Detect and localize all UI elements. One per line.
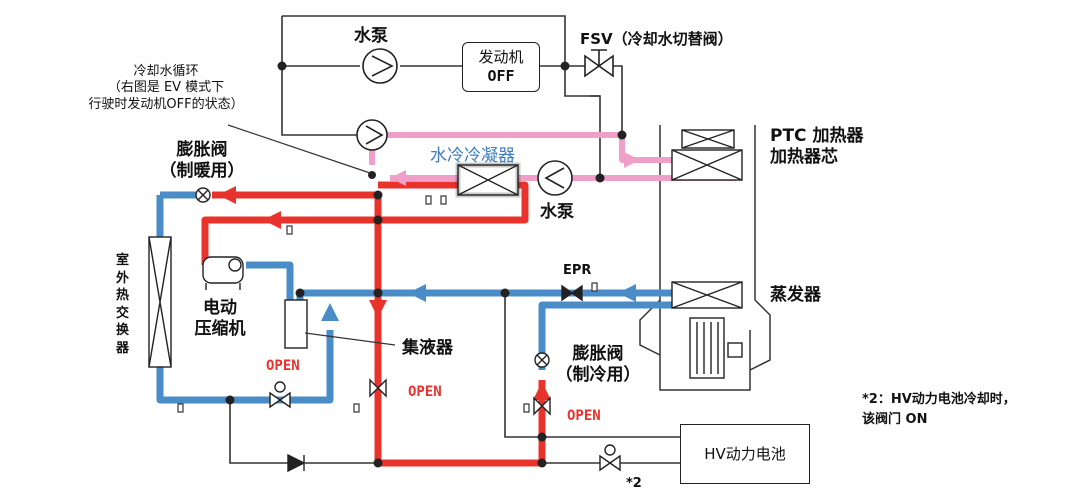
battery-note-line1: *2：HV动力电池冷却时， bbox=[862, 392, 1016, 407]
engine-state-label: OFF bbox=[487, 67, 515, 85]
evaporator-label: 蒸发器 bbox=[770, 285, 821, 305]
compressor-subtitle: 压缩机 bbox=[194, 319, 246, 340]
compressor-title: 电动 bbox=[203, 298, 237, 318]
low-pressure-arrows bbox=[321, 284, 636, 321]
fsv-valve-icon bbox=[584, 49, 614, 78]
open-label-1: OPEN bbox=[266, 358, 300, 374]
ptc-heater-title: PTC 加热器 bbox=[770, 126, 864, 146]
battery-box: HV动力电池 bbox=[680, 424, 810, 484]
compressor-label: 电动 压缩机 bbox=[180, 298, 260, 341]
battery-note: *2：HV动力电池冷却时， 该阀门 ON bbox=[862, 390, 1016, 429]
outdoor-heat-exchanger-icon bbox=[148, 236, 172, 368]
hvac-housing bbox=[639, 125, 771, 391]
expansion-valve-heat-title: 膨胀阀 bbox=[176, 140, 228, 160]
blower-icon bbox=[689, 317, 743, 379]
sensor-markers bbox=[177, 195, 598, 413]
engine-label: 发动机 bbox=[478, 48, 524, 67]
open-label-2: OPEN bbox=[408, 384, 442, 400]
battery-label: HV动力电池 bbox=[704, 444, 786, 463]
expansion-valve-cool-icon bbox=[534, 352, 550, 368]
solenoid-valve-icons bbox=[269, 284, 621, 472]
coolant-note: 冷却水循环 （右图是 EV 模式下 行驶时发动机OFF的状态） bbox=[66, 64, 266, 113]
ptc-heater-icon bbox=[671, 129, 743, 181]
expansion-valve-heat-icon bbox=[195, 187, 211, 203]
water-pump-loop-icon bbox=[356, 119, 388, 151]
expansion-valve-cool-title: 膨胀阀 bbox=[572, 344, 624, 364]
accumulator-label: 集液器 bbox=[402, 338, 453, 358]
evaporator-icon bbox=[671, 281, 743, 309]
compressor-icon bbox=[202, 256, 244, 290]
water-pump-bottom-icon bbox=[537, 160, 573, 196]
high-pressure-arrows bbox=[218, 186, 551, 400]
footnote-mark: *2 bbox=[626, 476, 642, 491]
water-condenser-label: 水冷冷凝器 bbox=[430, 146, 515, 166]
open-label-3: OPEN bbox=[567, 408, 601, 424]
epr-label: EPR bbox=[563, 263, 592, 278]
leader-lines bbox=[227, 124, 396, 346]
water-pump-bottom-label: 水泵 bbox=[540, 202, 574, 222]
expansion-valve-cool-purpose: （制冷用） bbox=[555, 365, 641, 386]
fsv-label: FSV（冷却水切替阀） bbox=[580, 30, 733, 48]
heater-core-title: 加热器芯 bbox=[770, 147, 838, 168]
coolant-note-line2: 行驶时发动机OFF的状态） bbox=[88, 96, 244, 112]
outdoor-hx-label: 室外热交换器 bbox=[116, 253, 130, 356]
ptc-heater-label: PTC 加热器 加热器芯 bbox=[770, 126, 863, 169]
coolant-note-line1: （右图是 EV 模式下 bbox=[107, 80, 225, 96]
junction-dots bbox=[225, 61, 627, 468]
water-pump-top-icon bbox=[362, 48, 398, 84]
engine-box: 发动机 OFF bbox=[462, 42, 540, 92]
accumulator-icon bbox=[284, 299, 308, 349]
coolant-arrows bbox=[390, 152, 640, 186]
water-condenser-icon bbox=[455, 162, 521, 198]
expansion-valve-heat-purpose: （制暖用） bbox=[159, 161, 245, 182]
water-pump-top-label: 水泵 bbox=[354, 26, 388, 46]
battery-note-line2: 该阀门 ON bbox=[862, 411, 928, 427]
coolant-title: 冷却水循环 bbox=[133, 64, 199, 79]
expansion-valve-cool-label: 膨胀阀 （制冷用） bbox=[548, 344, 648, 387]
expansion-valve-heat-label: 膨胀阀 （制暖用） bbox=[152, 140, 252, 183]
check-valve-icon bbox=[287, 453, 306, 473]
